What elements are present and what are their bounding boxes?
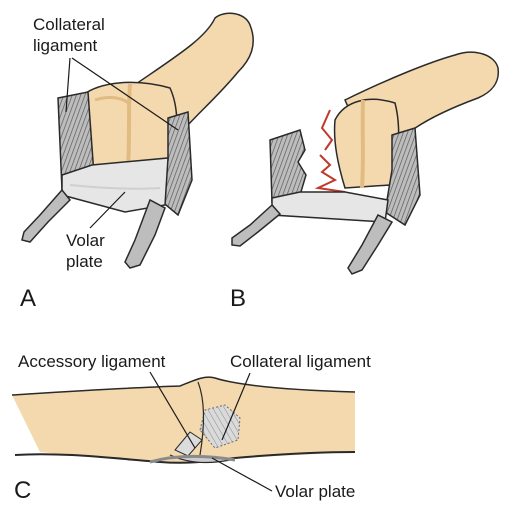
panel-label-a: A bbox=[20, 286, 36, 312]
label-collateral-ligament-a-line1: Collateral bbox=[33, 15, 105, 34]
label-accessory-ligament: Accessory ligament bbox=[18, 352, 165, 371]
panel-b-illustration bbox=[232, 52, 498, 274]
panel-b-torn-left-ligament bbox=[270, 130, 306, 202]
panel-label-b: B bbox=[230, 286, 246, 312]
label-collateral-ligament-a-line2: ligament bbox=[33, 36, 97, 55]
panel-b-left-arm bbox=[232, 205, 280, 246]
panel-label-c: C bbox=[14, 478, 31, 504]
label-volar-plate-c: Volar plate bbox=[275, 482, 355, 501]
panel-c-illustration bbox=[12, 372, 355, 491]
label-volar-plate-a-line1: Volar bbox=[66, 231, 105, 250]
panel-b-bone-head bbox=[335, 99, 399, 188]
label-collateral-ligament-c: Collateral ligament bbox=[230, 352, 371, 371]
panel-b-volar-plate bbox=[272, 192, 388, 222]
panel-a-left-arm bbox=[22, 190, 70, 242]
label-volar-plate-a-line2: plate bbox=[66, 252, 103, 271]
panel-b-right-arm bbox=[348, 215, 392, 274]
